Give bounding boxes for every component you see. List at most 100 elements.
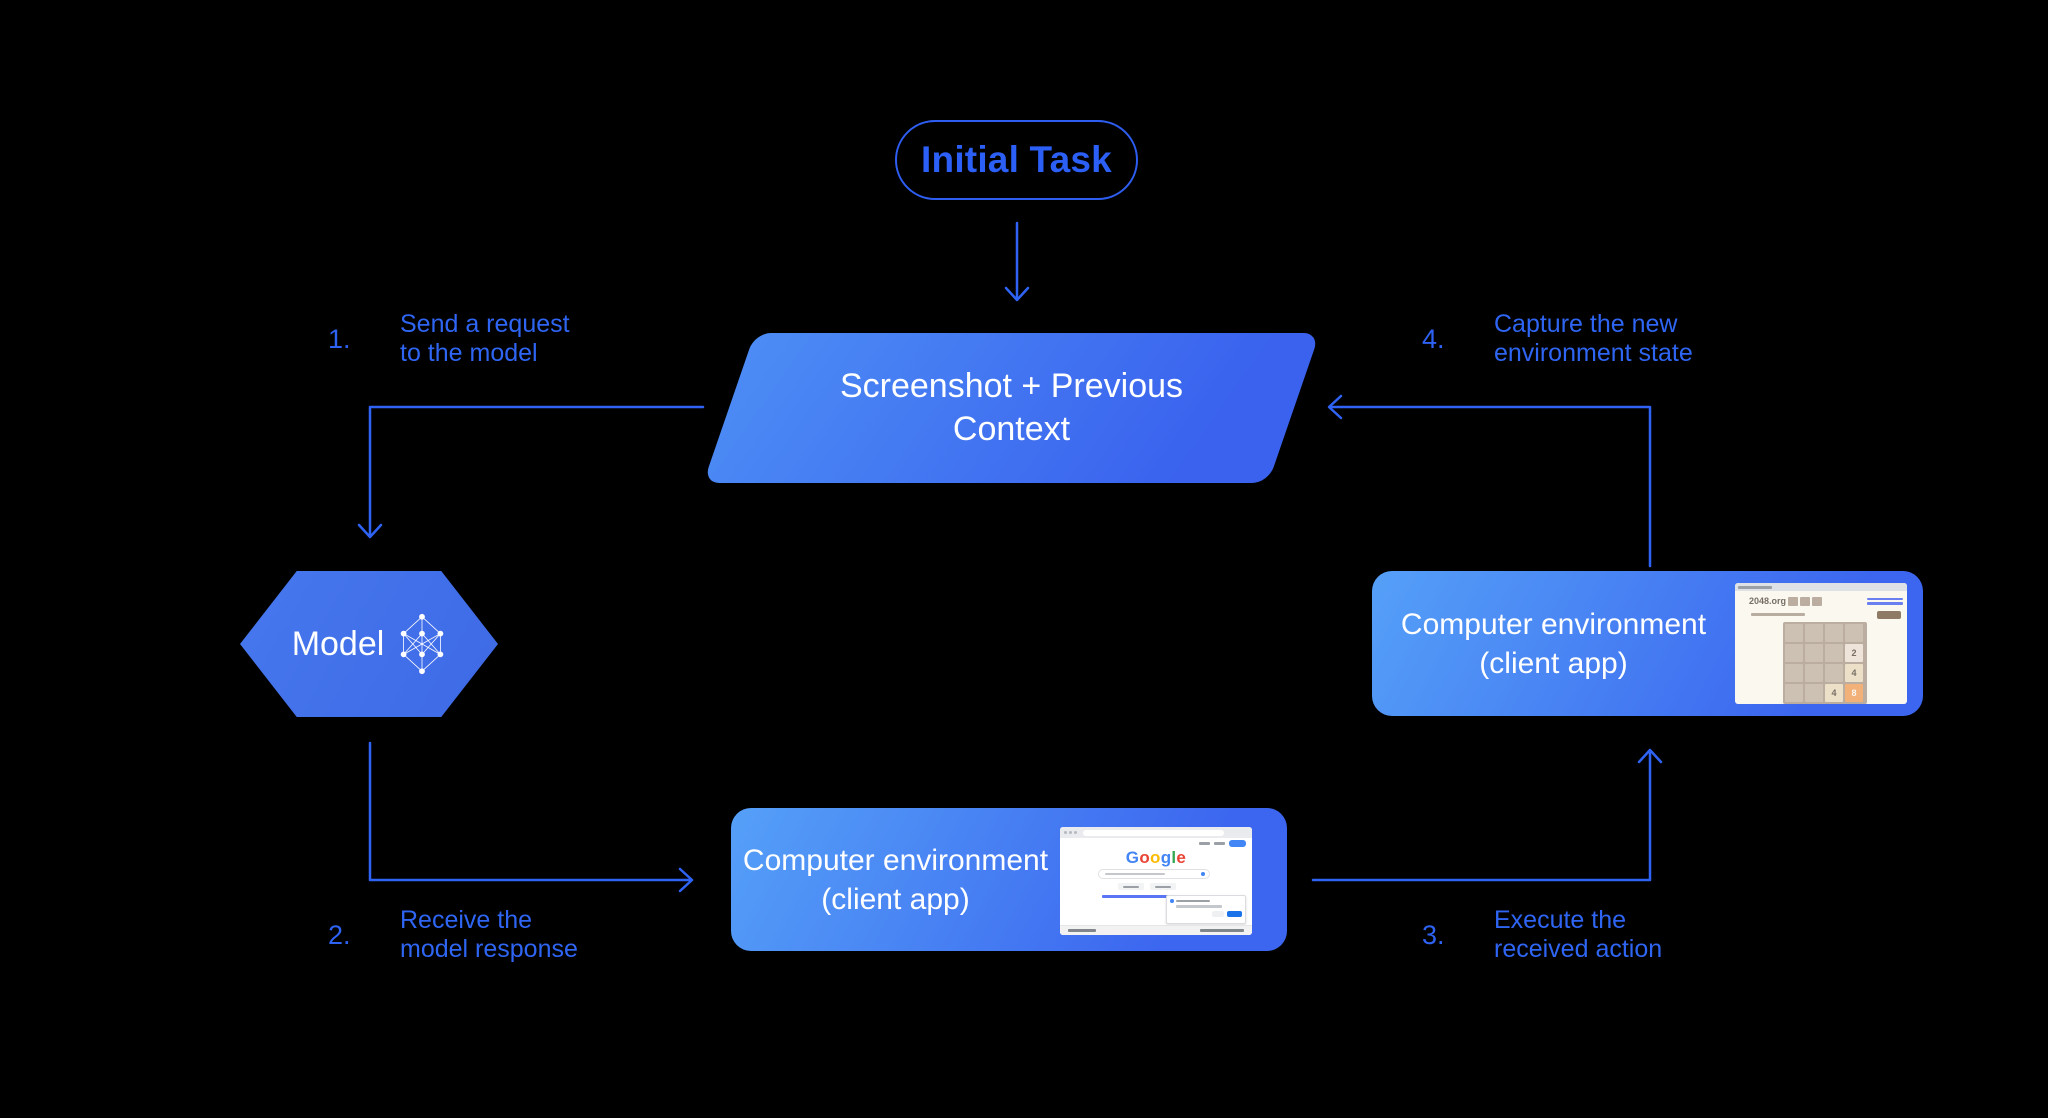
arrowhead-down-icon — [1004, 286, 1030, 302]
text-placeholder-bar — [1199, 842, 1210, 845]
google-logo-letter: e — [1176, 848, 1187, 867]
text-placeholder-bar — [1176, 905, 1222, 908]
browser-toolbar — [1060, 827, 1252, 838]
popup-dialog — [1166, 895, 1246, 924]
google-logo: Google — [1060, 849, 1252, 866]
step-3-label: 3. Execute the received action — [1422, 906, 1662, 964]
text-placeholder-bar — [1751, 612, 1805, 617]
arrow-context-to-model — [368, 405, 705, 537]
arrowhead-right-icon — [678, 867, 694, 893]
empty-cell — [1805, 664, 1823, 682]
empty-cell — [1785, 684, 1803, 702]
model-label: Model — [291, 624, 385, 663]
step-number: 3. — [1422, 919, 1445, 950]
score-box — [1788, 596, 1799, 606]
text-placeholder-bar — [1105, 872, 1165, 876]
arrow-model-to-env — [368, 741, 692, 882]
google-logo-letter: o — [1150, 848, 1161, 867]
tile-8: 8 — [1845, 684, 1863, 702]
google-logo-letter: g — [1160, 848, 1172, 867]
step-text-line: Capture the new — [1494, 310, 1678, 338]
text-placeholder-bar — [1214, 842, 1225, 845]
node-env-client-bottom: Computer environment (client app) Google — [731, 808, 1287, 951]
step-text-line: Execute the — [1494, 906, 1627, 934]
search-input — [1098, 869, 1210, 879]
step-number: 1. — [328, 323, 351, 354]
node-initial-task: Initial Task — [895, 120, 1138, 200]
browser-tab-strip — [1735, 583, 1907, 591]
step-text-line: Send a request — [400, 310, 570, 338]
score-box — [1800, 596, 1811, 606]
feeling-lucky-button — [1150, 883, 1176, 890]
header-links — [1060, 839, 1246, 848]
step-4-label: 4. Capture the new environment state — [1422, 310, 1693, 368]
arrowhead-left-icon — [1327, 394, 1343, 420]
step-number: 4. — [1422, 323, 1445, 354]
game-header: 2048.org — [1749, 594, 1903, 608]
text-placeholder-bar — [1176, 899, 1210, 903]
tab-title-bar — [1738, 585, 1772, 589]
step-1-label: 1. Send a request to the model — [328, 310, 570, 368]
empty-cell — [1825, 644, 1843, 662]
google-logo-letter: o — [1139, 848, 1151, 867]
empty-cell — [1805, 644, 1823, 662]
new-game-button — [1877, 610, 1901, 619]
sign-in-button — [1229, 840, 1246, 847]
empty-cell — [1845, 624, 1863, 642]
tile-4: 4 — [1825, 684, 1843, 702]
arrowhead-down-icon — [357, 523, 383, 539]
site-title: 2048.org — [1749, 596, 1787, 606]
step-text-line: received action — [1494, 935, 1663, 963]
address-bar — [1083, 829, 1224, 836]
game-subheader — [1751, 610, 1901, 619]
arrow-env-to-context — [1329, 405, 1652, 568]
screenshot-google-home: Google — [1060, 827, 1252, 935]
node-model: Model — [240, 571, 498, 717]
env-bottom-line2: (client app) — [821, 882, 970, 916]
env-right-line1: Computer environment — [1400, 607, 1707, 641]
step-text: Capture the new environment state — [1494, 310, 1693, 368]
step-text-line: model response — [400, 935, 578, 963]
empty-cell — [1785, 664, 1803, 682]
env-bottom-line1: Computer environment — [742, 843, 1049, 877]
step-text-line: environment state — [1494, 339, 1693, 367]
step-number: 2. — [328, 919, 351, 950]
tile-4: 4 — [1845, 664, 1863, 682]
screenshot-context-line2: Context — [952, 410, 1071, 448]
tile-2: 2 — [1845, 644, 1863, 662]
google-logo-letter: G — [1125, 848, 1140, 867]
step-text-line: to the model — [400, 339, 538, 367]
dialog-primary-button — [1227, 910, 1242, 917]
google-icon — [1170, 899, 1174, 903]
google-search-button — [1118, 883, 1144, 890]
env-bottom-label: Computer environment (client app) — [731, 808, 1060, 951]
node-env-client-right: Computer environment (client app) 2048.o… — [1372, 571, 1923, 716]
empty-cell — [1805, 684, 1823, 702]
arrowhead-up-icon — [1637, 748, 1663, 764]
initial-task-label: Initial Task — [921, 139, 1112, 180]
search-buttons — [1060, 883, 1252, 890]
step-text-line: Receive the — [400, 906, 533, 934]
step-2-label: 2. Receive the model response — [328, 906, 578, 964]
node-screenshot-context: Screenshot + Previous Context — [729, 333, 1294, 483]
empty-cell — [1785, 644, 1803, 662]
link-text-placeholder — [1867, 597, 1903, 605]
empty-cell — [1825, 624, 1843, 642]
screenshot-context-line1: Screenshot + Previous — [839, 367, 1184, 405]
page-footer — [1060, 925, 1252, 935]
google-logo-letter: l — [1171, 848, 1177, 867]
empty-cell — [1785, 624, 1803, 642]
step-text: Receive the model response — [400, 906, 578, 964]
window-buttons — [1064, 831, 1077, 834]
env-right-label: Computer environment (client app) — [1372, 571, 1735, 716]
mic-icon — [1201, 872, 1205, 876]
score-box — [1812, 596, 1823, 606]
neural-network-icon — [401, 613, 444, 675]
empty-cell — [1825, 664, 1843, 682]
arrow-env-to-env — [1311, 750, 1652, 882]
step-text: Execute the received action — [1494, 906, 1662, 964]
step-text: Send a request to the model — [400, 310, 570, 368]
language-link-placeholder — [1102, 895, 1206, 898]
